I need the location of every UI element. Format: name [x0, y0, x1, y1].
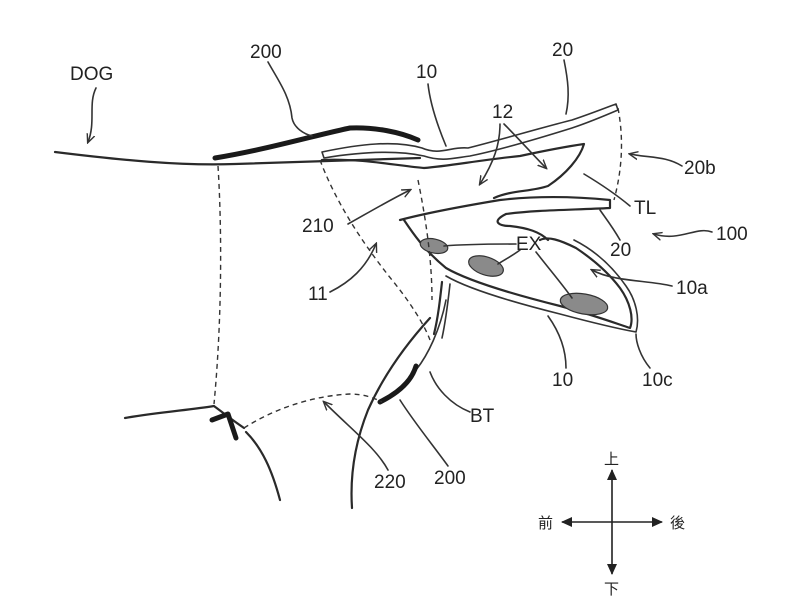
pad-10a-pocket — [402, 218, 633, 330]
label-20b: 20b — [684, 158, 716, 179]
tail-tl — [398, 195, 612, 242]
label-ex: EX — [516, 234, 542, 255]
label-11: 11 — [308, 284, 328, 305]
pad-20-outer — [321, 103, 619, 160]
leader-20-top — [563, 59, 569, 115]
dog-belly-line — [123, 404, 246, 430]
bottom-bt-line-2 — [441, 283, 451, 339]
leader-ex-1 — [443, 243, 517, 247]
leader-12b — [503, 123, 546, 168]
label-10-top: 10 — [416, 62, 437, 83]
strap-220-bracket — [209, 411, 239, 441]
pad-10-body — [320, 142, 586, 200]
compass-back-label: 後 — [670, 514, 685, 532]
leader-dog — [88, 87, 97, 142]
label-tl: TL — [634, 198, 656, 219]
dog-hind-leg — [350, 316, 432, 510]
label-200-top: 200 — [250, 42, 282, 63]
belt-200-bottom — [377, 363, 419, 405]
leader-100 — [654, 229, 713, 237]
excrement-blob-1 — [419, 237, 449, 255]
dog-front-leg — [244, 430, 282, 502]
bottom-bt-line — [432, 280, 444, 336]
leader-200-bottom — [399, 399, 449, 467]
label-20-mid: 20 — [610, 240, 631, 261]
dash-belly-220 — [243, 393, 383, 429]
label-10-bottom: 10 — [552, 370, 573, 391]
leader-12 — [480, 123, 501, 184]
leader-tl — [583, 173, 631, 207]
leader-11 — [329, 244, 376, 293]
compass-down-label: 下 — [604, 580, 619, 598]
excrement-blob-3 — [559, 292, 609, 316]
compass-front-label: 前 — [538, 514, 553, 532]
pad-10c-edge — [445, 239, 639, 333]
compass-up-label: 上 — [604, 450, 619, 468]
label-dog: DOG — [70, 64, 113, 85]
dog-back-line — [53, 150, 422, 166]
dash-rear-20b — [613, 107, 623, 201]
belt-200-top — [212, 125, 421, 161]
label-bt: BT — [470, 406, 495, 427]
leader-10-bottom — [547, 315, 567, 369]
leader-20-mid — [599, 209, 621, 241]
label-12: 12 — [492, 102, 513, 123]
excrement-blob-2 — [468, 255, 504, 277]
leader-220 — [324, 402, 389, 471]
dash-mid-210 — [417, 179, 433, 301]
leader-20b — [630, 154, 683, 167]
dash-front-vertical — [213, 165, 222, 405]
direction-compass: 上 下 前 後 — [538, 450, 685, 598]
dog-hind-leg-inner — [415, 299, 447, 371]
leader-210 — [347, 190, 410, 225]
dash-belt-210 — [319, 159, 431, 341]
leader-ex-2 — [497, 249, 521, 265]
leader-200-top — [267, 61, 313, 137]
label-10a: 10a — [676, 278, 708, 299]
leader-bt — [429, 371, 471, 413]
label-200-bottom: 200 — [434, 468, 466, 489]
leader-10a — [592, 270, 673, 287]
leader-ex-3 — [535, 251, 573, 299]
label-10c: 10c — [642, 370, 673, 391]
label-220: 220 — [374, 472, 406, 493]
label-210: 210 — [302, 216, 334, 237]
leader-10c — [635, 333, 651, 369]
label-100: 100 — [716, 224, 748, 245]
label-20-top: 20 — [552, 40, 573, 61]
leader-10-top — [427, 83, 447, 147]
